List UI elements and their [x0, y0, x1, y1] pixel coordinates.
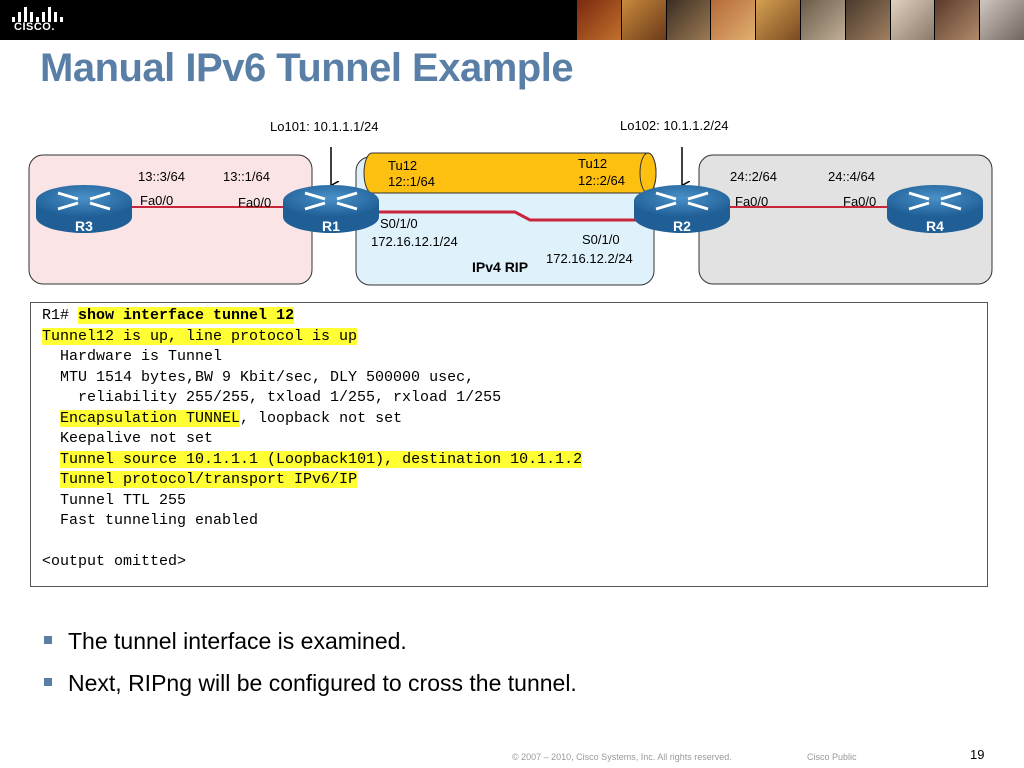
network-diagram: R3 R1 R2 R4 Lo101 [28, 118, 993, 286]
header-bar: CISCO. [0, 0, 1024, 40]
r1-serial-interface: S0/1/0 [380, 216, 418, 231]
terminal-highlighted-text: Tunnel12 is up, line protocol is up [42, 327, 358, 345]
terminal-line: Fast tunneling enabled [42, 512, 259, 529]
r4-fa-interface: Fa0/0 [843, 194, 876, 209]
router-r4-label: R4 [926, 218, 944, 234]
router-arrows-icon [304, 191, 358, 211]
r1-ipv6-address: 13::1/64 [223, 169, 270, 184]
r2-serial-ip: 172.16.12.2/24 [546, 251, 633, 266]
terminal-line: Keepalive not set [42, 430, 214, 447]
router-r2: R2 [634, 185, 730, 234]
terminal-line: MTU 1514 bytes,BW 9 Kbit/sec, DLY 500000… [42, 368, 475, 386]
router-r3-label: R3 [75, 218, 93, 234]
header-photo-strip [576, 0, 1024, 40]
terminal-line: R1# show interface tunnel 12 [42, 306, 987, 327]
page-number: 19 [970, 747, 985, 762]
bullet-square-icon [44, 678, 52, 686]
lo101-label: Lo101: 10.1.1.1/24 [270, 119, 378, 134]
terminal-highlighted-text: Encapsulation TUNNEL [60, 409, 241, 427]
terminal-line [42, 532, 987, 553]
router-arrows-icon [655, 191, 709, 211]
r3-fa-interface: Fa0/0 [140, 193, 173, 208]
r1-serial-ip: 172.16.12.1/24 [371, 234, 458, 249]
router-r1-label: R1 [322, 218, 340, 234]
r2-tunnel-name: Tu12 [578, 156, 607, 171]
serial-link-r1-r2 [370, 210, 640, 222]
terminal-line: Tunnel TTL 255 [42, 491, 187, 509]
r2-fa-interface: Fa0/0 [735, 194, 768, 209]
terminal-line: reliability 255/255, txload 1/255, rxloa… [42, 389, 502, 406]
r2-serial-interface: S0/1/0 [582, 232, 620, 247]
page-title: Manual IPv6 Tunnel Example [40, 46, 574, 90]
terminal-line: Encapsulation TUNNEL, loopback not set [42, 409, 987, 430]
r1-fa-interface: Fa0/0 [238, 195, 271, 210]
router-arrows-icon [57, 191, 111, 211]
terminal-highlighted-text: Tunnel source 10.1.1.1 (Loopback101), de… [60, 450, 583, 468]
router-r3: R3 [36, 185, 132, 234]
footer-copyright: © 2007 – 2010, Cisco Systems, Inc. All r… [512, 752, 732, 762]
terminal-prompt: R1# [42, 307, 70, 324]
bullet-item: The tunnel interface is examined. [44, 620, 944, 662]
bullet-list: The tunnel interface is examined. Next, … [44, 620, 944, 704]
terminal-line: Hardware is Tunnel [42, 348, 223, 365]
r1-tunnel-name: Tu12 [388, 158, 417, 173]
r2-ipv6-address: 24::2/64 [730, 169, 777, 184]
terminal-highlighted-text: Tunnel protocol/transport IPv6/IP [60, 471, 358, 488]
cisco-bridge-icon [12, 6, 66, 22]
r4-ipv6-address: 24::4/64 [828, 169, 875, 184]
r2-tunnel-address: 12::2/64 [578, 173, 625, 188]
bullet-square-icon [44, 636, 52, 644]
r3-ipv6-address: 13::3/64 [138, 169, 185, 184]
router-r1: R1 [283, 185, 379, 234]
terminal-text: , loopback not set [240, 409, 403, 427]
footer-classification: Cisco Public [807, 752, 857, 762]
terminal-output: R1# show interface tunnel 12 Tunnel12 is… [30, 302, 988, 587]
terminal-line: Tunnel source 10.1.1.1 (Loopback101), de… [42, 450, 987, 471]
router-arrows-icon [908, 191, 962, 211]
bullet-text: Next, RIPng will be configured to cross … [68, 670, 577, 696]
bullet-item: Next, RIPng will be configured to cross … [44, 662, 944, 704]
ipv4-rip-label: IPv4 RIP [472, 259, 528, 275]
terminal-command: show interface tunnel 12 [78, 307, 295, 324]
cisco-logo: CISCO. [12, 6, 66, 36]
router-r4: R4 [887, 185, 983, 234]
logo-text: CISCO. [14, 21, 55, 33]
lo102-label: Lo102: 10.1.1.2/24 [620, 118, 728, 133]
terminal-line: Tunnel protocol/transport IPv6/IP [42, 470, 987, 491]
terminal-line: Tunnel12 is up, line protocol is up [42, 327, 987, 348]
router-r2-label: R2 [673, 218, 691, 234]
terminal-line: <output omitted> [42, 553, 187, 570]
bullet-text: The tunnel interface is examined. [68, 628, 407, 654]
r1-tunnel-address: 12::1/64 [388, 174, 435, 189]
